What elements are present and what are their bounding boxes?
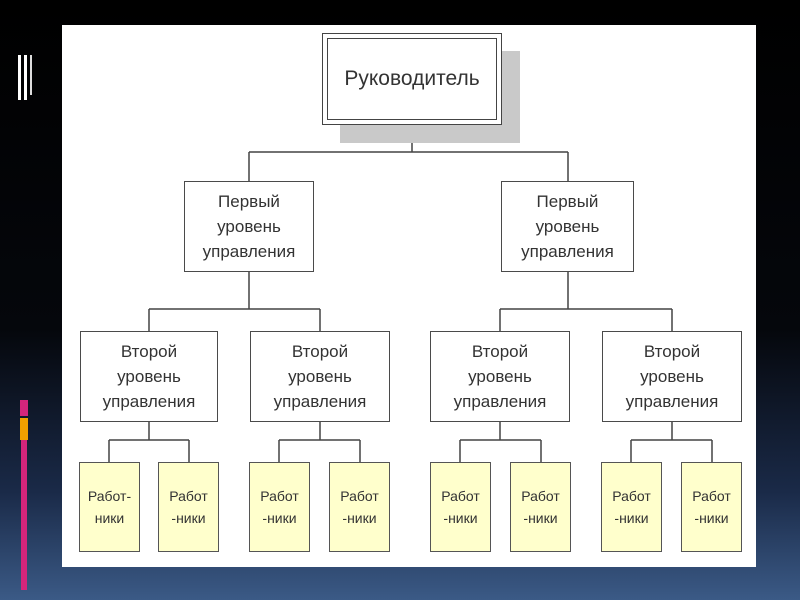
- worker-label: Работ -ники: [521, 488, 560, 526]
- level1-label: Первый уровень управления: [202, 192, 296, 261]
- level2-box-3: Второй уровень управления: [430, 331, 570, 422]
- level1-box-left: Первый уровень управления: [184, 181, 314, 272]
- connector-level2-3: [459, 422, 542, 462]
- worker-box-1: Работ- ники: [79, 462, 140, 552]
- connector-level2-1: [108, 422, 190, 462]
- worker-label: Работ -ники: [692, 488, 731, 526]
- level1-label: Первый уровень управления: [521, 192, 614, 261]
- level2-label: Второй уровень управления: [102, 342, 196, 411]
- worker-label: Работ -ники: [441, 488, 480, 526]
- level2-label: Второй уровень управления: [273, 342, 367, 411]
- level2-box-4: Второй уровень управления: [602, 331, 742, 422]
- level2-box-2: Второй уровень управления: [250, 331, 390, 422]
- connector-level1-right: [499, 272, 673, 331]
- worker-label: Работ -ники: [260, 488, 299, 526]
- level2-box-1: Второй уровень управления: [80, 331, 218, 422]
- worker-box-5: Работ -ники: [430, 462, 491, 552]
- worker-label: Работ- ники: [87, 488, 132, 526]
- worker-box-3: Работ -ники: [249, 462, 310, 552]
- worker-box-6: Работ -ники: [510, 462, 571, 552]
- level2-label: Второй уровень управления: [453, 342, 547, 411]
- level1-box-right: Первый уровень управления: [501, 181, 634, 272]
- connector-level2-2: [278, 422, 361, 462]
- worker-label: Работ -ники: [612, 488, 651, 526]
- root-manager-box: Руководитель: [322, 33, 502, 125]
- connector-level1-left: [148, 272, 321, 331]
- worker-box-7: Работ -ники: [601, 462, 662, 552]
- connector-level2-4: [630, 422, 713, 462]
- level2-label: Второй уровень управления: [625, 342, 719, 411]
- decorative-bar-white-2: [24, 55, 27, 100]
- decorative-bar-white-3: [30, 55, 32, 95]
- worker-box-2: Работ -ники: [158, 462, 219, 552]
- decorative-bar-magenta: [20, 400, 28, 416]
- org-chart-slide: Руководитель Первый уровень управления П…: [62, 25, 756, 567]
- connector-root-level1: [248, 125, 569, 181]
- decorative-bar-pink-long: [21, 440, 27, 590]
- decorative-bar-orange: [20, 418, 28, 440]
- decorative-bar-white-1: [18, 55, 21, 100]
- worker-label: Работ -ники: [169, 488, 208, 526]
- worker-label: Работ -ники: [340, 488, 379, 526]
- root-manager-label: Руководитель: [344, 67, 480, 90]
- worker-box-4: Работ -ники: [329, 462, 390, 552]
- connector-lines: [108, 125, 713, 462]
- worker-box-8: Работ -ники: [681, 462, 742, 552]
